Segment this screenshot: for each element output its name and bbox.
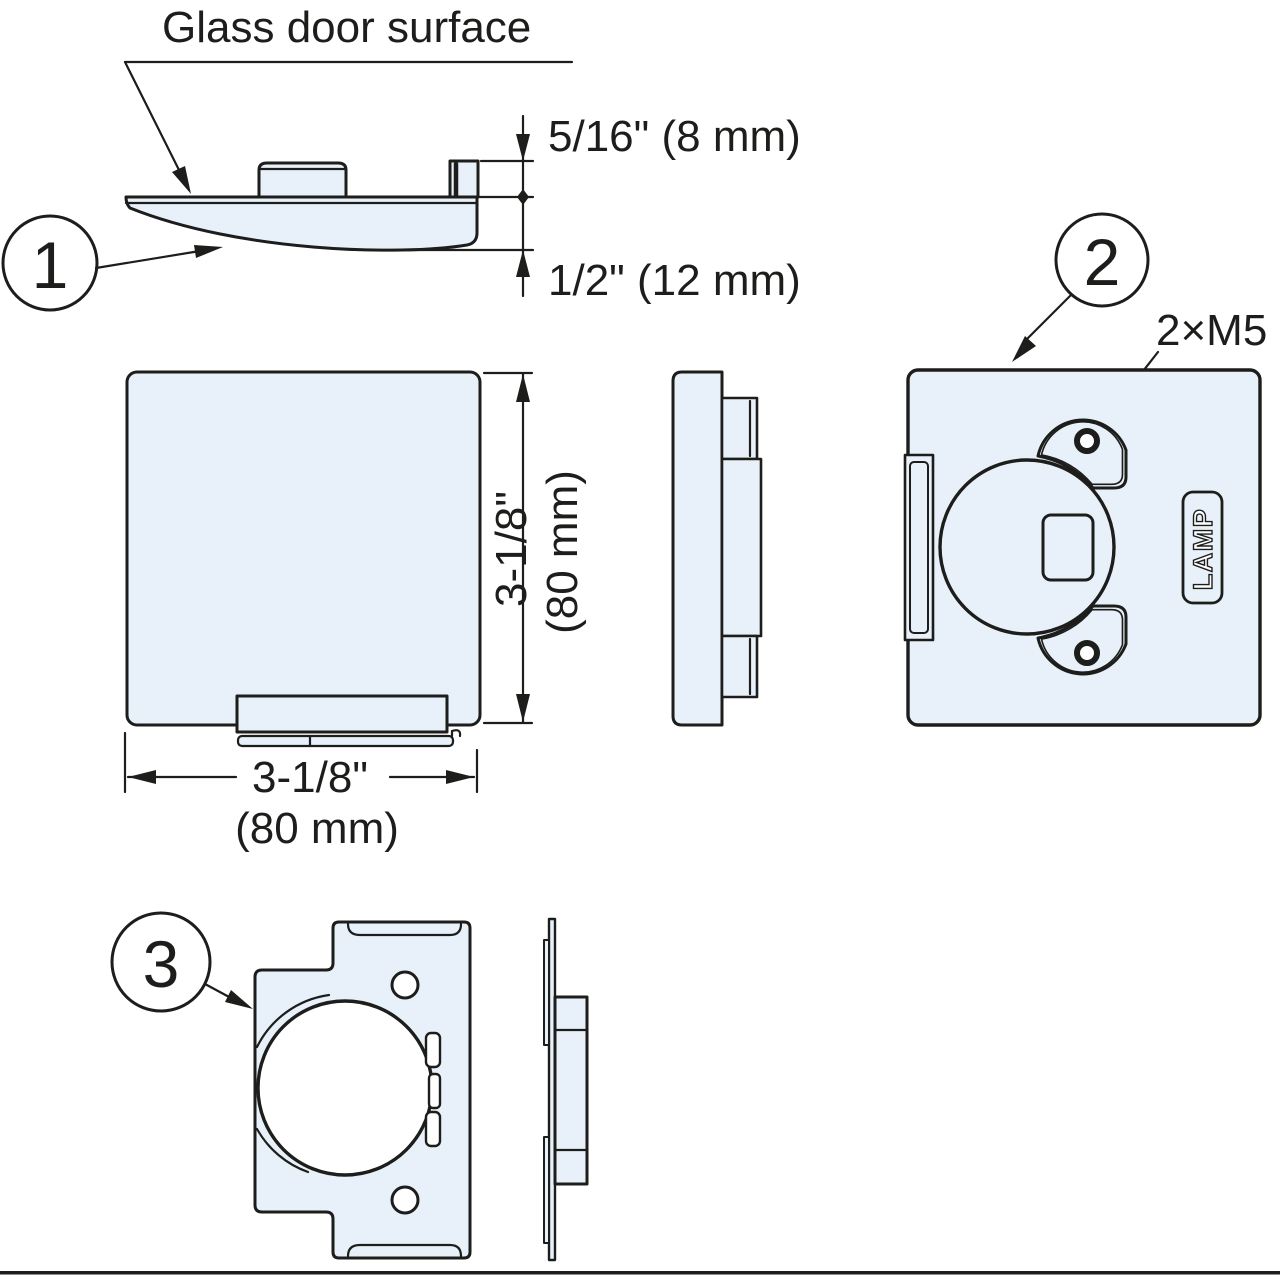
part1-edge-center-band [720, 457, 763, 638]
part1-front-view: 3-1/8" (80 mm) 3-1/8" (80 mm) [123, 370, 587, 853]
dim-thickness-above: 5/16" (8 mm) [548, 112, 801, 161]
dim-diamond-marker [517, 189, 529, 205]
part3-slot-bottom [424, 1110, 442, 1148]
screw-spec-label: 2×M5 [1156, 306, 1267, 355]
part3-slot-top [424, 1031, 442, 1069]
page-bottom-rule [0, 1271, 1280, 1275]
balloon-2-leader [1025, 293, 1073, 341]
height-arrow-top [516, 374, 530, 402]
part2-bottom-wing [1036, 604, 1128, 676]
part2-left-notch-inner [909, 461, 929, 634]
part1-cover-plate [125, 370, 482, 727]
part3-cup-hole [256, 999, 434, 1177]
balloon-3-arrowhead [225, 990, 253, 1009]
width-arrow-left [128, 770, 156, 784]
width-arrow-right [446, 770, 474, 784]
part2-top-wing-inner-line [1040, 420, 1124, 486]
glass-door-surface-label: Glass door surface [162, 3, 531, 52]
part1-bottom-strip [236, 734, 455, 748]
part3-edge-boss [553, 995, 589, 1186]
dim-thickness-below: 1/2" (12 mm) [548, 256, 801, 305]
part2-bottom-screw-hole [1074, 640, 1100, 666]
dim-arrow-up [516, 250, 530, 277]
part3-cup-rim-arc-upper [255, 993, 331, 1049]
height-arrow-bottom [516, 694, 530, 722]
part1-edge-top-tab [720, 396, 759, 461]
part2-bottom-wing-inner-line [1040, 608, 1124, 674]
balloon-2-circle [1054, 212, 1150, 308]
lamp-logo-badge [1181, 490, 1224, 605]
part3-screw-hole-top [390, 970, 420, 1000]
part2-hinge-body: 2 2×M5 LAMP [903, 212, 1267, 727]
balloon-3-leader [203, 982, 233, 1000]
part2-top-screw-hole [1074, 428, 1100, 454]
part2-bottom-wing-group [1036, 604, 1128, 676]
part1-edge-view [671, 370, 763, 727]
part1-curved-body [124, 195, 479, 252]
dim-height-mm: (80 mm) [538, 470, 587, 634]
dim-height-in: 3-1/8" [487, 491, 536, 607]
part1-strip-hook [450, 729, 462, 738]
dim-arrow-down [516, 134, 530, 161]
part3-edge-flange-bottom [543, 1136, 550, 1244]
part3-cup-rim-arc-lower [255, 1127, 310, 1174]
balloon-1-circle [1, 214, 99, 312]
part3-edge-flange-top [543, 939, 550, 1046]
balloon-1-number: 1 [32, 228, 69, 302]
part1-side-profile: Glass door surface 5/16" (8 mm) 1/2" (12… [1, 3, 801, 312]
balloon-3-circle [110, 911, 212, 1013]
part2-round-boss [938, 458, 1116, 636]
part3-mounting-plate: 3 [110, 911, 589, 1262]
part1-bottom-bar [235, 694, 449, 734]
lamp-logo-text: LAMP [1188, 508, 1218, 591]
part3-slot-middle [427, 1072, 442, 1110]
part3-screw-hole-bottom [390, 1185, 420, 1215]
part3-bottom-fold-line [346, 1243, 463, 1258]
balloon-3-number: 3 [143, 927, 180, 1001]
part2-top-wing [1036, 418, 1128, 490]
part1-edge-slab [671, 370, 724, 727]
part1-edge-bottom-tab [720, 634, 759, 699]
glass-door-surface-leader [123, 60, 184, 178]
balloon-2-arrowhead [1012, 336, 1036, 362]
part2-square-socket [1041, 513, 1095, 582]
dim-width-in: 3-1/8" [252, 753, 368, 802]
balloon-1-leader [94, 249, 202, 270]
dim-width-mm: (80 mm) [235, 804, 399, 853]
leader-arrowhead [172, 166, 191, 194]
part3-top-fold-line [346, 922, 463, 937]
balloon-1-arrowhead [194, 245, 223, 258]
balloon-2-number: 2 [1084, 225, 1121, 299]
